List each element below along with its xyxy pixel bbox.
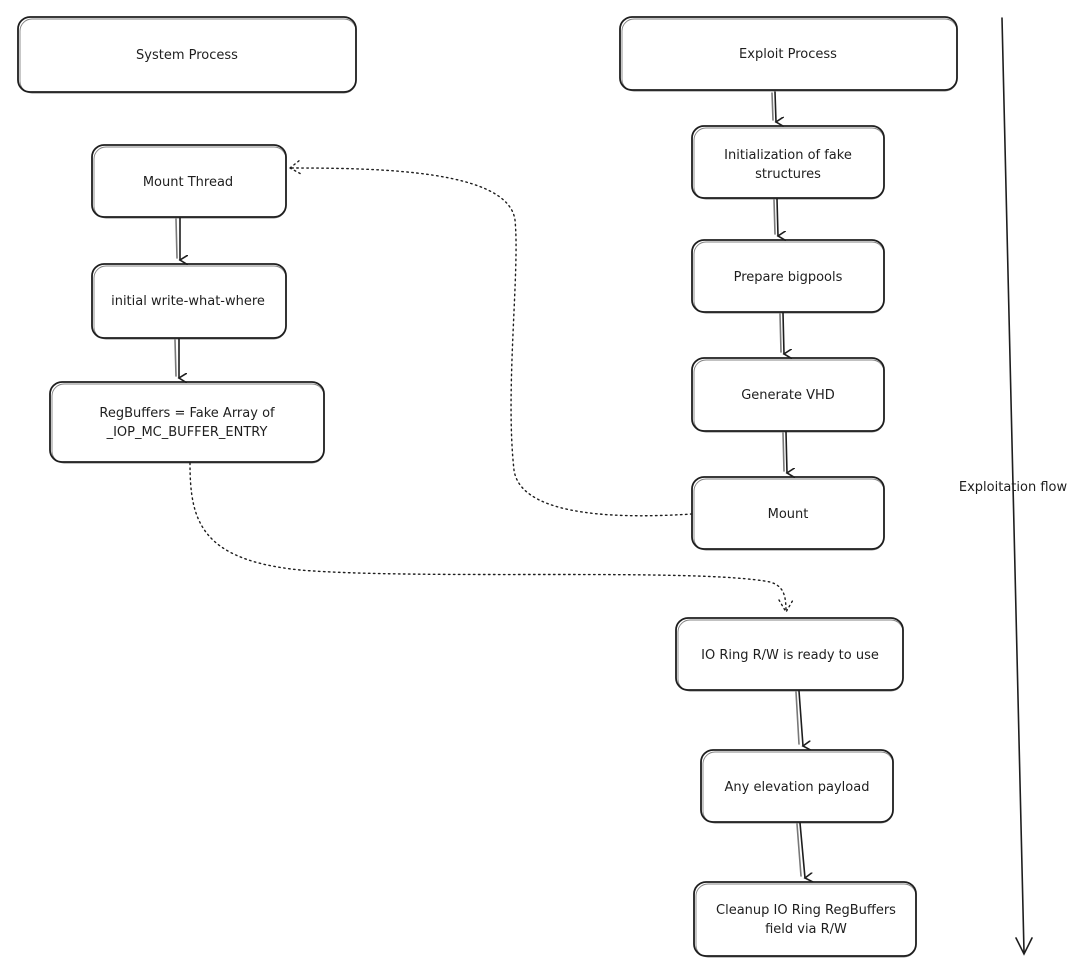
system-process-header[interactable]: System Process	[17, 16, 357, 94]
exploitation-timeline-line	[1001, 17, 1025, 953]
arrow-ioring-to-elevation-stroke2	[795, 691, 800, 745]
elevation-payload-node[interactable]: Any elevation payload	[700, 749, 894, 824]
init-fake-structures-label-line1: Initialization of fake	[724, 148, 852, 163]
arrow-exploit-header-to-init	[774, 91, 776, 122]
regbuffers-label-line1: RegBuffers = Fake Array of	[99, 406, 275, 421]
cleanup-node[interactable]: Cleanup IO Ring RegBuffers field via R/W	[693, 881, 917, 958]
arrow-vhd-to-mount	[785, 431, 787, 473]
generate-vhd-node[interactable]: Generate VHD	[691, 357, 885, 433]
initial-write-what-where-label: initial write-what-where	[111, 294, 265, 309]
initial-write-what-where-node[interactable]: initial write-what-where	[91, 263, 287, 340]
arrow-mount-thread-to-www-stroke2	[175, 218, 178, 259]
ioring-ready-node[interactable]: IO Ring R/W is ready to use	[675, 617, 904, 692]
arrow-elevation-to-cleanup	[799, 822, 805, 878]
arrow-exploit-header-to-init-stroke2	[771, 92, 774, 121]
arrow-bigpools-to-vhd	[782, 312, 784, 354]
arrow-init-to-bigpools	[776, 198, 778, 236]
exploitation-timeline-arrowhead	[1015, 937, 1033, 956]
arrow-vhd-to-mount-stroke2	[782, 432, 785, 472]
prepare-bigpools-node[interactable]: Prepare bigpools	[691, 239, 885, 314]
prepare-bigpools-label: Prepare bigpools	[734, 270, 843, 285]
regbuffers-label-line2: _IOP_MC_BUFFER_ENTRY	[106, 425, 268, 440]
exploitation-flow-label: Exploitation flow	[959, 480, 1068, 495]
cleanup-label-line1: Cleanup IO Ring RegBuffers	[716, 903, 896, 918]
arrow-bigpools-to-vhd-stroke2	[779, 313, 782, 353]
arrow-ioring-to-elevation	[798, 690, 803, 746]
generate-vhd-label: Generate VHD	[741, 388, 835, 403]
regbuffers-node[interactable]: RegBuffers = Fake Array of _IOP_MC_BUFFE…	[49, 381, 325, 464]
cleanup-label-line2: field via R/W	[765, 922, 847, 937]
mount-node[interactable]: Mount	[691, 476, 885, 551]
system-process-header-label: System Process	[136, 48, 238, 63]
ioring-ready-label: IO Ring R/W is ready to use	[701, 648, 879, 663]
arrow-init-to-bigpools-stroke2	[773, 199, 776, 235]
mount-thread-label: Mount Thread	[143, 175, 233, 190]
init-fake-structures-node[interactable]: Initialization of fake structures	[691, 125, 885, 200]
exploit-process-header[interactable]: Exploit Process	[619, 16, 958, 92]
dotted-mount-to-mount-thread	[289, 167, 693, 517]
dotted-mount-thread-arrowhead	[289, 159, 302, 175]
dotted-regbuffers-to-ioring	[189, 462, 787, 613]
mount-thread-node[interactable]: Mount Thread	[91, 144, 287, 219]
dotted-ioring-arrowhead	[778, 599, 794, 614]
elevation-payload-label: Any elevation payload	[725, 780, 870, 795]
mount-label: Mount	[768, 507, 809, 522]
arrow-www-to-regbuffers-stroke2	[174, 339, 177, 377]
arrow-elevation-to-cleanup-stroke2	[796, 823, 802, 877]
exploit-process-header-label: Exploit Process	[739, 47, 837, 62]
init-fake-structures-label-line2: structures	[755, 167, 821, 182]
